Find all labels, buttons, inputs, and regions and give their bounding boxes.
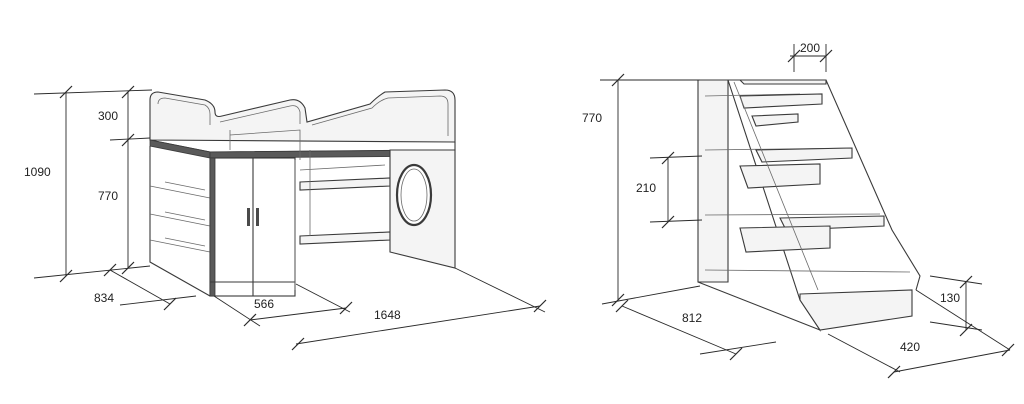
label-rail: 300 [98,109,118,123]
cabinet-handle-left [247,208,250,226]
label-depth: 834 [94,291,114,305]
stairs-step-3-box [739,225,831,253]
label-stairs-depth: 812 [682,311,702,325]
dim-line-cabinet [249,307,347,321]
dim-ext-cabinet-right [295,283,351,313]
dim-line-depth [109,269,171,305]
dim-line-length [295,305,541,345]
bed-guard-rail [149,89,456,143]
dim-ext-stairs-depth [699,341,777,355]
dim-ext-cabinet-left [213,295,261,327]
bed-dimensions: 1090 300 770 834 566 1648 [24,85,547,351]
end-panel-opening-inner [400,168,428,222]
dim-ext-width-left [827,333,901,373]
stairs-stringer-outer [728,79,921,291]
label-height-lower: 770 [98,189,118,203]
dim-ext-length-right [454,267,546,313]
dim-ext-rise-bottom [649,219,703,223]
label-length: 1648 [374,308,401,322]
cabinet-handle-right [256,208,259,226]
desk-upper-shelf [299,177,391,191]
dim-ext-bottom-bottom [929,321,983,331]
left-shelves [149,185,211,253]
loft-bed-illustration [149,89,456,297]
end-panel-round-opening [395,163,433,227]
dim-ext-bottom-top [929,275,983,285]
stairs-step-1-box [751,113,799,127]
stairs-back-panel [697,79,729,283]
left-shelf-back [164,181,206,247]
dim-ext-bottom [33,265,151,279]
label-step-depth: 200 [800,41,820,55]
bed-rail-inner-line [157,95,449,136]
dim-ext-top [33,89,153,95]
cabinet-edge [209,157,216,297]
cabinet-top-panel [229,129,301,160]
bed-platform-edge [149,139,211,159]
desk-back [299,150,386,236]
dim-line-stairs-width [893,349,1011,373]
label-stairs-height: 770 [582,111,602,125]
label-height-total: 1090 [24,165,51,179]
stairs-inner-lines [704,93,911,273]
label-bottom: 130 [940,291,960,305]
stairs-stringer-inner [733,81,819,291]
stairs-step-2 [755,147,853,163]
stairs-top-cap [738,79,827,85]
label-stairs-width: 420 [900,340,920,354]
bed-left-side [149,146,211,297]
stairs-step-2-box [739,163,821,189]
dim-ext-depth [119,295,197,306]
dim-ext-rise-top [649,155,703,159]
dim-ext-width-right [915,289,1011,351]
dim-ext-stairs-bottom [601,285,701,305]
stairs-base-line [697,281,821,331]
dim-line-stairs-depth [621,305,737,355]
label-step-rise: 210 [636,181,656,195]
dim-ext-rail [109,137,151,141]
label-cabinet: 566 [254,297,274,311]
stairs-illustration [697,79,921,332]
stairs-bottom-box [799,289,913,331]
stairs-dimensions: 770 200 210 812 420 130 [582,41,1015,379]
desk-lower-shelf [299,231,391,245]
stairs-step-1 [739,93,823,109]
